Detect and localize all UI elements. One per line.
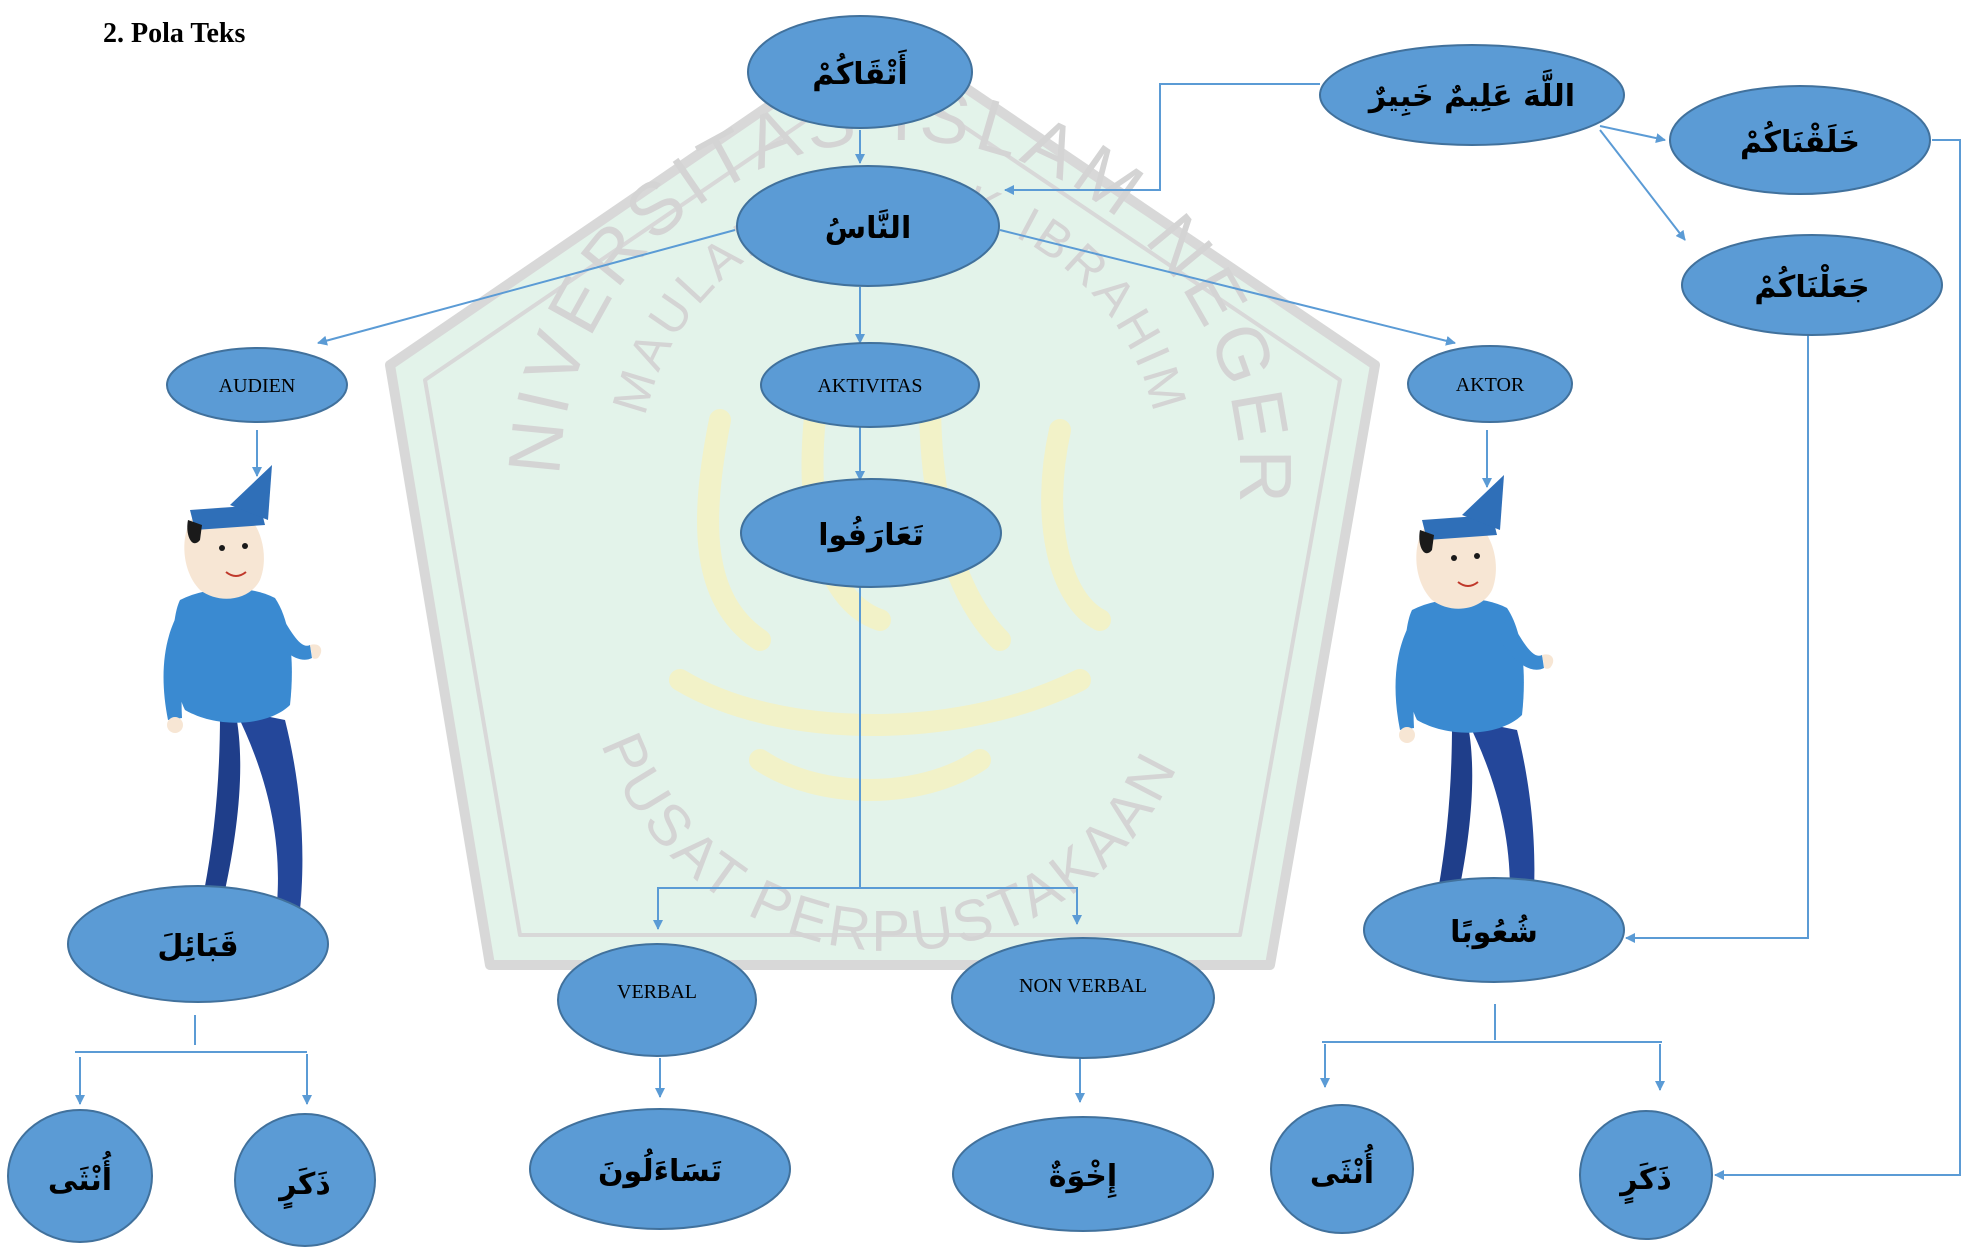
node-aktivitas-label: AKTIVITAS [817, 375, 922, 397]
node-allah-alim: اللَّهَ عَلِيمٌ خَبِيرٌ [1319, 44, 1625, 146]
node-qabail-label: قَبَائِلَ [157, 929, 238, 964]
connector-taarafu-verbal [653, 587, 861, 930]
node-annas: النَّاسُ [736, 165, 1000, 287]
node-atqakum: أَتْقَاكُمْ [747, 15, 973, 129]
connector-annas-audien [317, 229, 736, 346]
node-syuuba-label: شُعُوبًا [1450, 914, 1538, 950]
nodes: أَتْقَاكُمْ النَّاسُ اللَّهَ عَلِيمٌ خَب… [7, 15, 1943, 1247]
connector-allah-khalaqnakum [1599, 125, 1666, 143]
node-aktor: AKTOR [1407, 345, 1573, 423]
node-untsa-left: أُنْثَى [7, 1109, 153, 1243]
connector-allah-jaalnakum [1599, 129, 1686, 241]
node-jaalnakum: جَعَلْنَاكُمْ [1681, 234, 1943, 336]
section-heading: 2. Pola Teks [103, 18, 246, 49]
connector-allah-annas [1004, 83, 1320, 195]
connector-annas-aktor [999, 229, 1456, 346]
node-khalaqnakum: خَلَقْنَاكُمْ [1669, 85, 1931, 195]
node-taarafu: تَعَارَفُوا [740, 478, 1002, 588]
node-untsa-right: أُنْثَى [1270, 1104, 1414, 1234]
node-annas-label: النَّاسُ [825, 209, 911, 246]
node-dzakar-right: ذَكَرٍ [1579, 1110, 1713, 1240]
node-aktor-label: AKTOR [1456, 374, 1525, 396]
watermark-pentagon-inner [423, 68, 1342, 937]
node-non-verbal-label: NON VERBAL [1019, 975, 1147, 997]
node-dzakar-left: ذَكَرٍ [234, 1113, 376, 1247]
node-aktivitas: AKTIVITAS [760, 342, 980, 428]
node-verbal: VERBAL [557, 943, 757, 1057]
node-audien: AUDIEN [166, 347, 348, 423]
node-audien-label: AUDIEN [219, 375, 296, 397]
node-taarafu-label: تَعَارَفُوا [818, 515, 923, 553]
connectors [75, 83, 1961, 1180]
node-verbal-label: VERBAL [617, 981, 697, 1003]
node-khalaqnakum-label: خَلَقْنَاكُمْ [1740, 120, 1860, 160]
node-qabail: قَبَائِلَ [67, 885, 329, 1003]
node-tasaalun: تَسَاءَلُونَ [529, 1108, 791, 1230]
node-tasaalun-label: تَسَاءَلُونَ [598, 1147, 722, 1189]
connector-jaalnakum-syuuba [1625, 335, 1809, 943]
connector-khalaqnakum-dzakar-right [1714, 139, 1961, 1180]
node-ikhwah-label: إِخْوَةٌ [1049, 1159, 1117, 1199]
node-ikhwah: إِخْوَةٌ [952, 1116, 1214, 1232]
node-syuuba: شُعُوبًا [1363, 877, 1625, 983]
node-jaalnakum-label: جَعَلْنَاكُمْ [1754, 264, 1869, 305]
node-non-verbal: NON VERBAL [951, 937, 1215, 1059]
connector-taarafu-nonverbal [860, 887, 1082, 925]
watermark-seal: UNIVERSITAS ISLAM NEGERI MAULANA MALIK I… [0, 0, 1380, 970]
